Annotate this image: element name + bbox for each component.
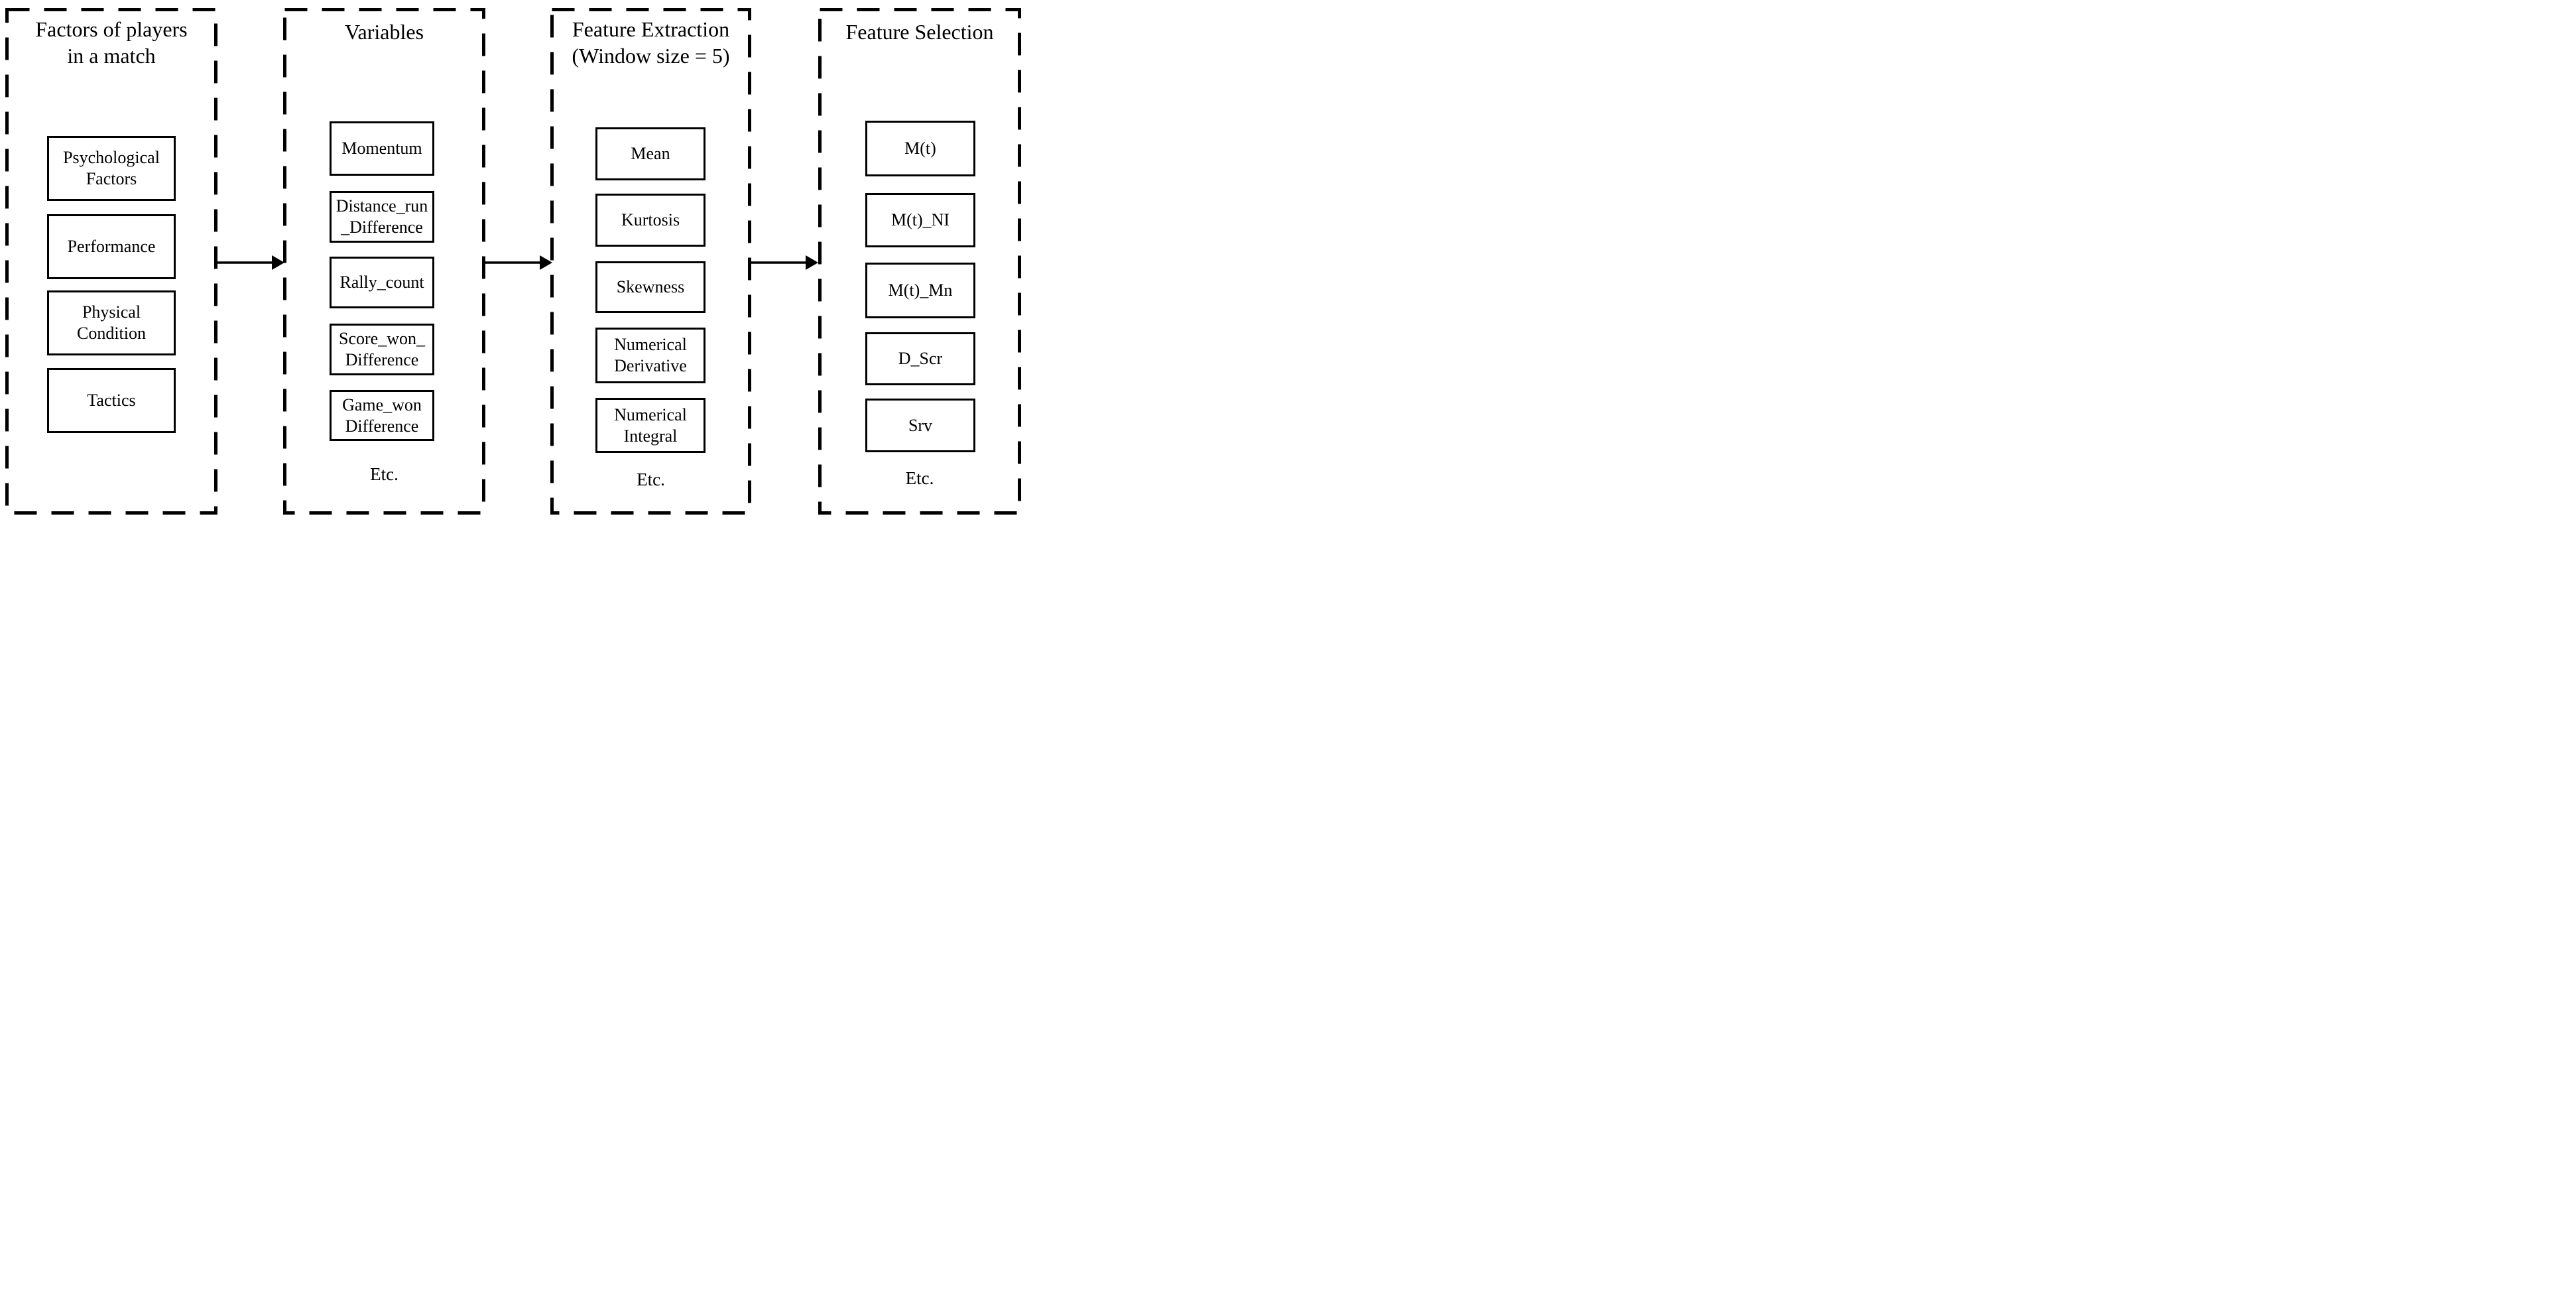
box-rally-count: Rally_count <box>330 257 434 308</box>
column-factors-of-players <box>5 8 217 515</box>
box-srv: Srv <box>865 399 975 452</box>
box-momentum: Momentum <box>330 121 434 176</box>
box-label: Distance_run _Difference <box>336 196 428 237</box>
box-mean: Mean <box>595 127 705 180</box>
box-skewness: Skewness <box>595 261 705 313</box>
diagram-canvas: Factors of players in a match Psychologi… <box>0 0 1030 525</box>
box-label: Srv <box>908 415 933 435</box>
etc-label-feature-selection: Etc. <box>905 468 934 488</box>
box-numerical-derivative: Numerical Derivative <box>595 328 705 383</box>
column-title-feature-extraction: Feature Extraction (Window size = 5) <box>572 17 730 68</box>
box-label: Performance <box>67 237 156 257</box>
arrow-factors-to-variables <box>217 255 284 270</box>
box-tactics: Tactics <box>47 368 176 433</box>
box-label: Momentum <box>341 139 422 158</box>
dashed-border <box>283 8 485 515</box>
column-title-feature-selection: Feature Selection <box>845 20 994 44</box>
box-label: Mean <box>631 144 670 164</box>
box-score-won-difference: Score_won_ Difference <box>330 324 434 375</box>
etc-label-feature-extraction: Etc. <box>637 469 665 489</box>
box-physical-condition: Physical Condition <box>47 290 176 355</box>
box-mt-mn: M(t)_Mn <box>865 263 975 318</box>
column-feature-selection <box>818 8 1021 515</box>
box-mt-ni: M(t)_NI <box>865 193 975 247</box>
column-title-variables: Variables <box>344 20 424 44</box>
arrow-variables-to-feature-extraction <box>485 255 552 270</box>
etc-label-variables: Etc. <box>370 464 399 484</box>
box-label: M(t) <box>904 139 936 158</box>
box-performance: Performance <box>47 214 176 279</box>
box-label: M(t)_Mn <box>888 281 953 300</box>
dashed-border <box>5 8 217 515</box>
arrow-feature-extraction-to-feature-selection <box>751 255 818 270</box>
box-label: Psychological Factors <box>63 148 160 188</box>
column-title-factors: Factors of players in a match <box>35 17 188 68</box>
box-label: D_Scr <box>898 349 943 369</box>
column-variables <box>283 8 485 515</box>
box-kurtosis: Kurtosis <box>595 194 705 247</box>
box-label: Skewness <box>616 277 685 297</box>
dashed-border <box>550 8 751 515</box>
box-label: Score_won_ Difference <box>339 329 425 369</box>
column-feature-extraction <box>550 8 751 515</box>
box-distance-run-difference: Distance_run _Difference <box>330 191 434 243</box>
box-mt: M(t) <box>865 121 975 176</box>
box-label: M(t)_NI <box>890 210 950 230</box>
box-psychological-factors: Psychological Factors <box>47 136 176 201</box>
box-label: Kurtosis <box>621 210 680 230</box>
box-numerical-integral: Numerical Integral <box>595 398 705 453</box>
dashed-border <box>818 8 1021 515</box>
box-label: Physical Condition <box>76 302 146 343</box>
box-label: Tactics <box>87 391 136 410</box>
box-d-scr: D_Scr <box>865 332 975 385</box>
box-game-won-difference: Game_won Difference <box>330 390 434 441</box>
box-label: Numerical Derivative <box>614 335 687 375</box>
box-label: Game_won Difference <box>342 395 422 436</box>
box-label: Rally_count <box>339 273 424 292</box>
box-label: Numerical Integral <box>614 405 687 446</box>
